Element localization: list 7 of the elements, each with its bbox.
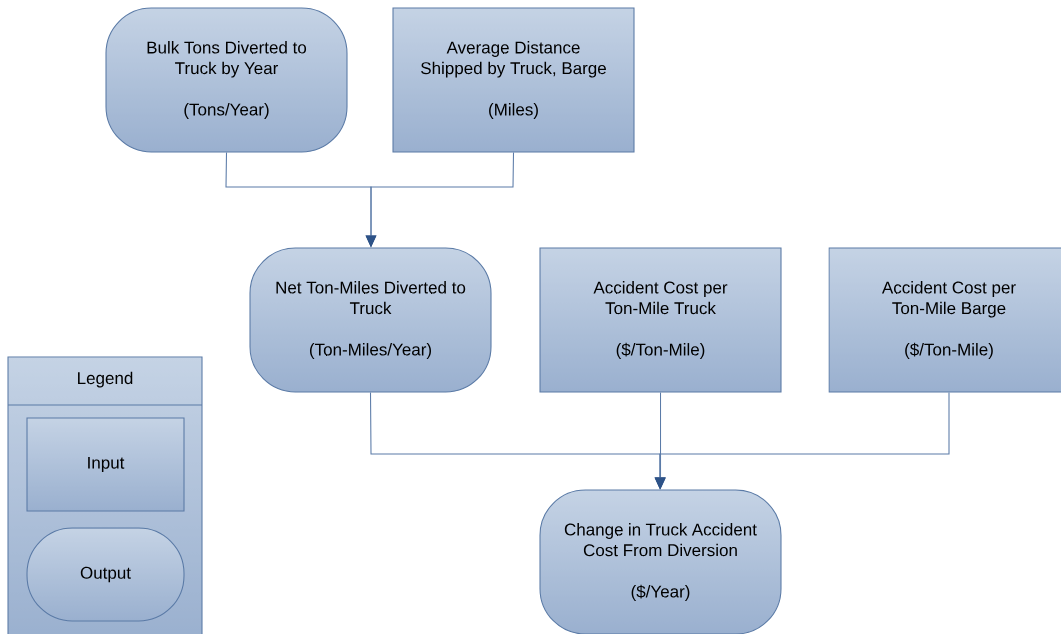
legend-input-box: Input — [26, 417, 185, 512]
input-box: Average Distance Shipped by Truck, Barge (Miles) — [392, 7, 635, 153]
output-box: Bulk Tons Diverted to Truck by Year (Tons/Year) — [105, 7, 348, 153]
input-box: Accident Cost per Ton-Mile Barge ($/Ton-Mile) — [828, 247, 1061, 393]
input-box: Accident Cost per Ton-Mile Truck ($/Ton-Mile) — [539, 247, 782, 393]
output-box: Change in Truck Accident Cost From Diversion ($/Year) — [539, 489, 782, 634]
output-box: Net Ton-Miles Diverted to Truck (Ton-Miles/Year) — [249, 247, 492, 393]
